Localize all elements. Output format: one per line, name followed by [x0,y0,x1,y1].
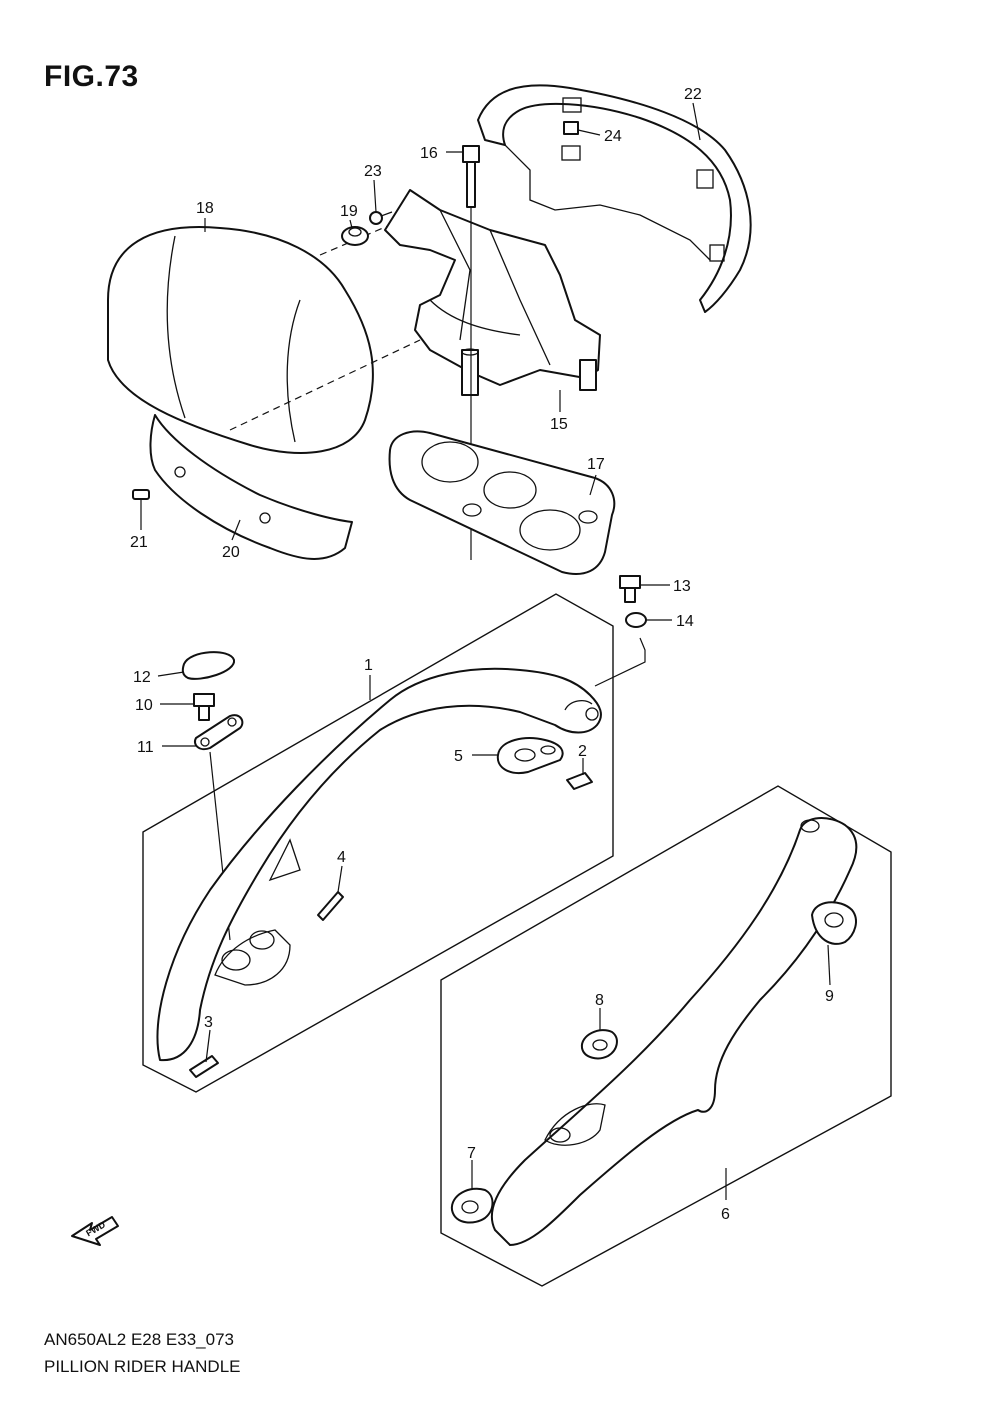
callout-5: 5 [454,748,463,765]
fwd-arrow: FWD [71,1216,119,1246]
callout-8: 8 [595,992,604,1009]
bolt-13 [619,575,641,603]
backrest-back-cover [477,84,752,313]
leader-lines [140,102,831,1200]
clip-24 [563,121,579,135]
rubber-4 [317,891,344,921]
callout-9: 9 [825,988,834,1005]
handle-1-frame [142,593,614,1093]
callout-numbers: 1 2 3 4 5 6 7 8 9 10 11 12 13 14 15 16 1… [130,86,834,1223]
handle-6-frame [440,785,892,1287]
cap-12 [181,651,235,680]
backrest-pad [107,226,374,454]
grommet-19 [341,226,369,246]
callout-12: 12 [133,669,151,686]
rubber-9 [811,901,857,945]
pillion-handle-right [490,817,858,1246]
callout-6: 6 [721,1206,730,1223]
callout-20: 20 [222,544,240,561]
callout-1: 1 [364,657,373,674]
screw-21 [132,489,150,508]
callout-10: 10 [135,697,153,714]
pillion-handle-left [156,667,602,1062]
figure-label: FIG.73 [44,60,139,93]
backrest-lower-cover [149,414,353,560]
callout-22: 22 [684,86,702,103]
pad-2 [566,772,593,790]
cushion-5 [496,737,564,774]
model-code: AN650AL2 E28 E33_073 [44,1330,234,1349]
callout-11: 11 [137,739,154,756]
bolt-10 [193,693,215,721]
section-title: PILLION RIDER HANDLE [44,1357,241,1376]
callout-16: 16 [420,145,438,162]
callout-2: 2 [578,743,587,760]
callout-19: 19 [340,203,358,220]
callout-17: 17 [587,456,605,473]
callout-7: 7 [467,1145,476,1162]
rubber-3 [189,1055,219,1078]
callout-4: 4 [337,849,346,866]
rubber-7 [450,1187,494,1224]
callout-24: 24 [604,128,622,145]
callout-18: 18 [196,200,214,217]
carrier-bracket [384,189,601,396]
callout-15: 15 [550,416,568,433]
collar-14 [594,612,647,687]
callout-13: 13 [673,578,691,595]
callout-21: 21 [130,534,148,551]
callout-3: 3 [204,1014,213,1031]
rubber-8 [580,1029,618,1060]
callout-14: 14 [676,613,694,630]
base-gasket [388,430,616,575]
callout-23: 23 [364,163,382,180]
